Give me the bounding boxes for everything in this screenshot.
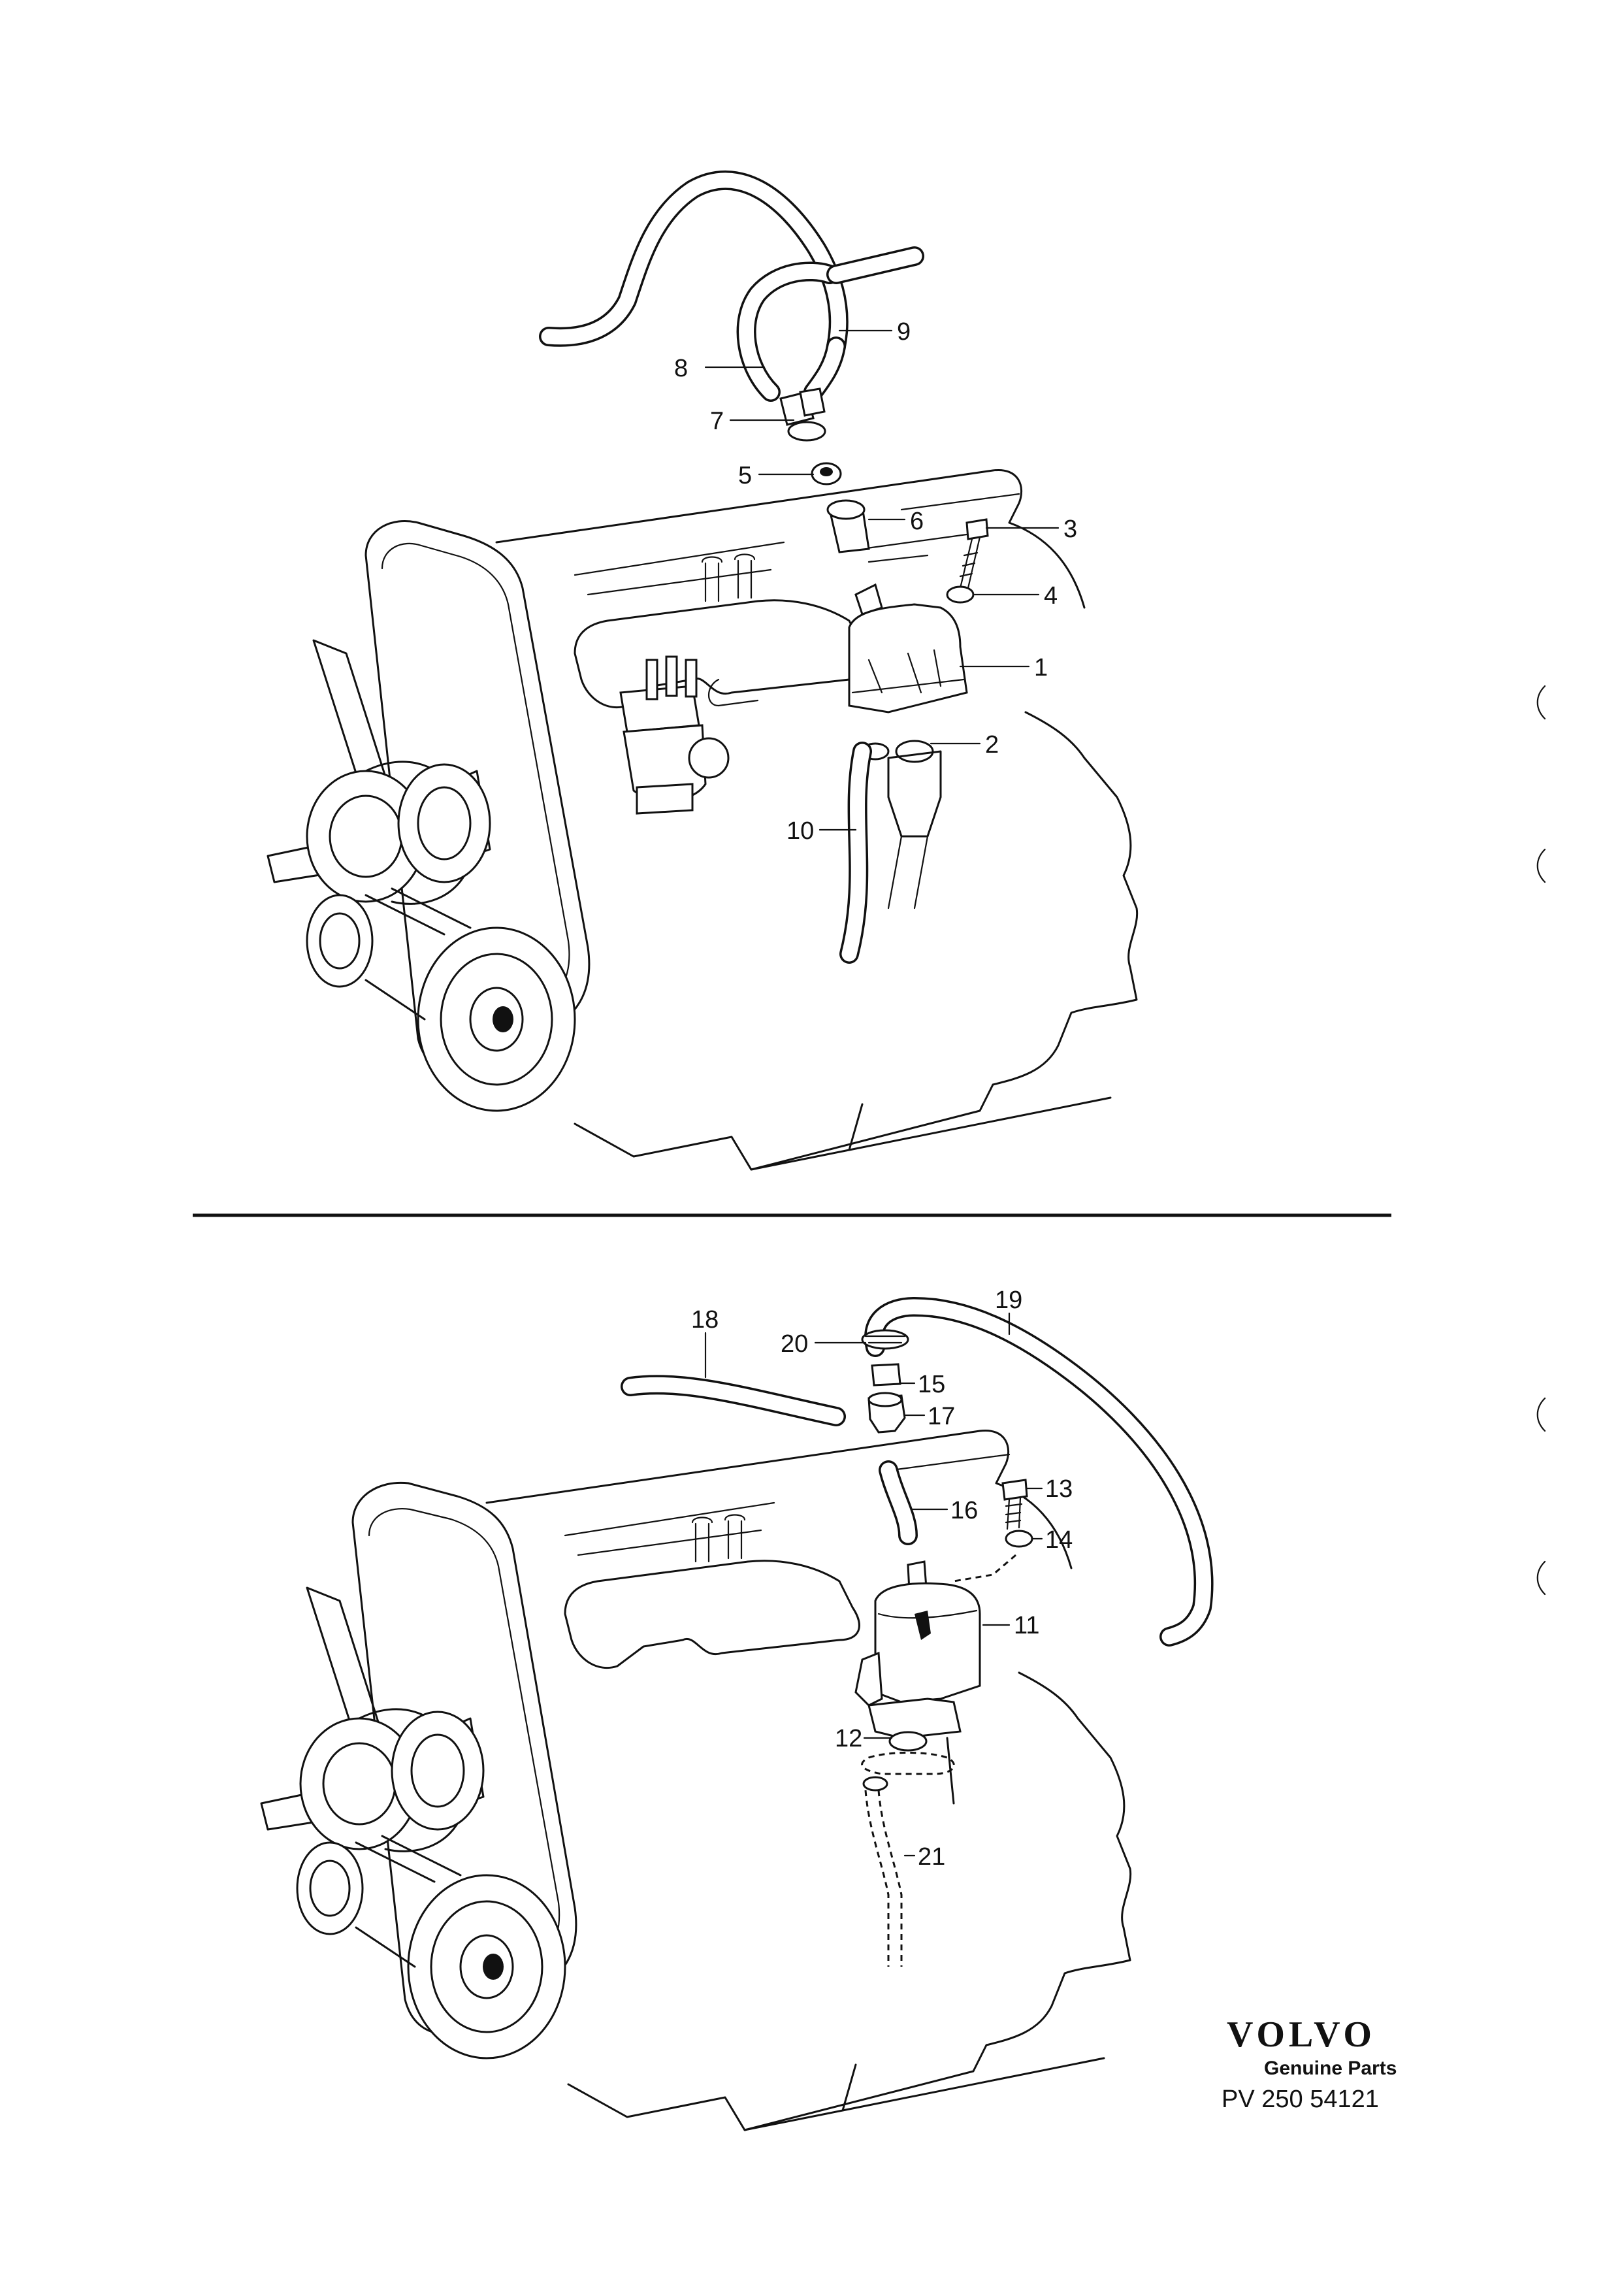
genuine-parts-label: Genuine Parts [1264,2058,1397,2079]
callout-20: 20 [781,1330,808,1358]
callout-2: 2 [985,731,999,759]
bottom-callouts: 11 12 13 14 15 16 17 18 19 20 21 [691,1287,1073,1871]
callout-4: 4 [1044,582,1058,610]
callout-12: 12 [835,1725,862,1752]
callout-9: 9 [897,318,911,346]
top-valve-stack [779,387,989,964]
callout-21: 21 [918,1843,945,1871]
pulleys-top [306,887,576,1112]
top-engine-illustration [267,469,1139,1171]
callout-17: 17 [928,1403,955,1430]
callout-3: 3 [1063,516,1077,543]
callout-18: 18 [691,1306,719,1334]
pulleys-bottom [296,1835,566,2059]
parts-code: PV 250 54121 [1222,2086,1379,2113]
callout-11: 11 [1014,1612,1039,1639]
callout-7: 7 [710,408,724,435]
fan-bottom [260,1586,485,1852]
binder-marks [1536,685,1546,1596]
top-callouts: 1 2 3 4 5 6 7 8 9 10 [674,318,1077,845]
callout-10: 10 [786,817,814,845]
volvo-logo: VOLVO [1227,2014,1376,2055]
callout-16: 16 [950,1497,978,1524]
callout-5: 5 [738,462,752,489]
bottom-valve-stack [854,1329,1033,1967]
callout-15: 15 [918,1371,945,1398]
callout-6: 6 [910,508,924,535]
top-leader-lines [704,329,1060,831]
callout-19: 19 [995,1287,1022,1314]
distributor-top [619,655,730,815]
callout-8: 8 [674,355,688,382]
callout-14: 14 [1045,1526,1073,1554]
bottom-engine-illustration [260,1430,1132,2131]
footer-brand-block: VOLVO Genuine Parts PV 250 54121 [1222,2014,1397,2113]
top-breather-hoses [539,170,924,402]
callout-13: 13 [1045,1475,1073,1503]
bottom-leader-lines [704,1312,1043,1857]
fan-top [267,639,491,905]
bottom-breather-hoses [621,1297,1214,1647]
callout-1: 1 [1034,654,1048,681]
